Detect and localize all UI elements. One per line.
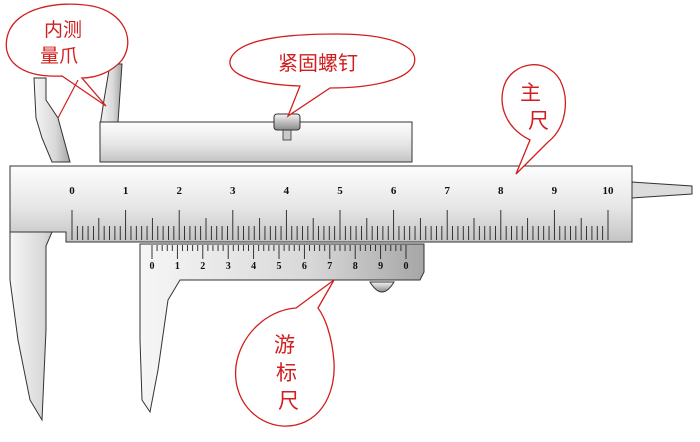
main-scale-number: 3 — [230, 185, 236, 197]
vernier-scale-number: 0 — [150, 261, 155, 272]
vernier-label-line2: 标 — [276, 361, 297, 385]
vernier-label-line1: 游 — [274, 333, 295, 357]
lock-screw-label: 紧固螺钉 — [278, 51, 358, 75]
vernier-scale-number: 8 — [353, 261, 358, 272]
callout-main-scale: 主 尺 — [501, 64, 566, 175]
vernier-scale-number: 7 — [327, 261, 332, 272]
vernier-scale-number: 3 — [226, 261, 231, 272]
vernier-scale-numbers: 0 1 2 3 4 5 6 7 8 9 0 — [150, 261, 409, 272]
vernier-scale-number: 0 — [404, 261, 409, 272]
vernier-scale-number: 6 — [302, 261, 307, 272]
main-scale-number: 5 — [337, 185, 343, 197]
main-scale-label-line1: 主 — [520, 81, 541, 105]
callout-inner-jaws: 内测 量爪 — [5, 3, 129, 119]
vernier-scale-number: 9 — [378, 261, 383, 272]
main-scale-label-line2: 尺 — [528, 109, 549, 133]
main-scale-number: 10 — [603, 185, 615, 197]
main-scale-number: 2 — [176, 185, 182, 197]
depth-rod — [631, 181, 693, 199]
vernier-label-line3: 尺 — [278, 389, 299, 413]
main-scale-number: 1 — [123, 185, 129, 197]
thumb-wheel — [369, 281, 395, 293]
inner-jaw-label-line1: 内测 — [44, 19, 82, 41]
fixed-inner-jaw — [33, 77, 71, 163]
vernier-scale-number: 5 — [277, 261, 282, 272]
vernier-scale-number: 2 — [200, 261, 205, 272]
vernier-scale-ticks — [151, 245, 407, 259]
main-scale-number: 8 — [498, 185, 504, 197]
vernier-scale-number: 4 — [251, 261, 256, 272]
main-scale-number: 9 — [552, 185, 558, 197]
vernier-scale-number: 1 — [175, 261, 180, 272]
main-scale-number: 6 — [391, 185, 397, 197]
vernier-slider — [139, 243, 425, 414]
main-scale-number: 7 — [444, 185, 450, 197]
lock-screw — [273, 113, 301, 141]
main-scale-numbers: 0 1 2 3 4 5 6 7 8 9 10 — [69, 185, 614, 197]
main-scale-number: 4 — [284, 185, 290, 197]
callout-lock-screw: 紧固螺钉 — [229, 33, 416, 118]
slider-top-bar — [99, 121, 413, 163]
main-scale-number: 0 — [69, 185, 75, 197]
main-scale-ticks — [71, 210, 609, 240]
callout-vernier-scale: 游 标 尺 — [234, 279, 335, 427]
inner-jaw-label-line2: 量爪 — [40, 45, 78, 67]
main-scale-beam — [9, 165, 633, 243]
